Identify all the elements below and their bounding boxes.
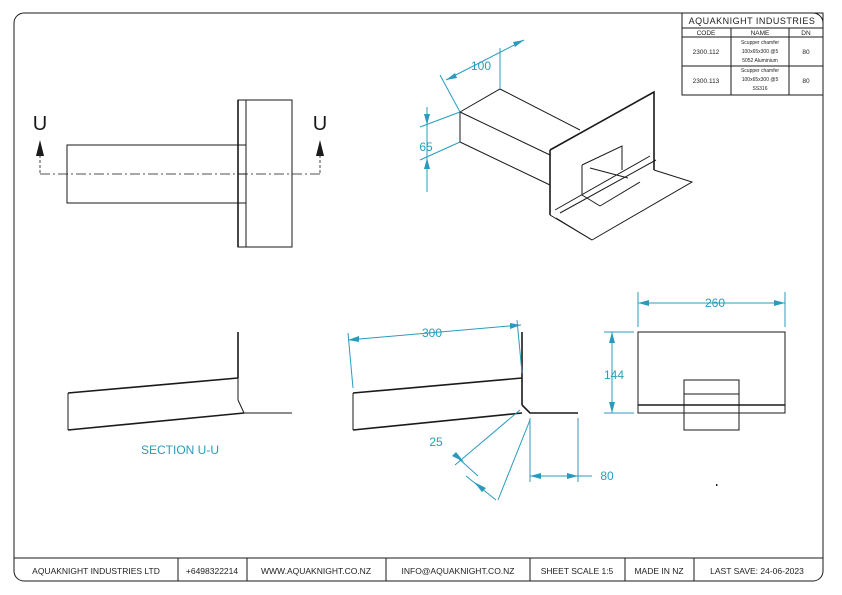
dim-plate-width: 260 [705, 296, 725, 310]
dim-flange: 80 [600, 469, 614, 483]
row1-name-line1: Scupper chamfer [741, 40, 779, 46]
isometric-view: 100 65 [419, 39, 694, 241]
section-label: SECTION U-U [141, 443, 219, 457]
header-name: NAME [751, 30, 770, 37]
footer-company: AQUAKNIGHT INDUSTRIES LTD [32, 566, 160, 576]
front-view: 260 144 [604, 292, 786, 486]
side-view: 300 25 80 [347, 319, 614, 501]
section-marker-left: U [33, 113, 47, 135]
footer-website[interactable]: WWW.AQUAKNIGHT.CO.NZ [261, 566, 371, 576]
row1-name-line3: 5052 Aluminium [742, 58, 778, 64]
footer-bar: AQUAKNIGHT INDUSTRIES LTD +6498322214 WW… [14, 557, 823, 581]
title-block: AQUAKNIGHT INDUSTRIES CODE NAME DN 2300.… [681, 12, 824, 96]
footer-scale: SHEET SCALE 1:5 [541, 566, 614, 576]
section-marker-right: U [313, 113, 327, 135]
row2-name-line2: 100x65x300 @5 [742, 77, 779, 83]
title-block-company: AQUAKNIGHT INDUSTRIES [689, 16, 816, 26]
section-view: SECTION U-U [67, 332, 292, 457]
dim-iso-width: 100 [471, 59, 491, 73]
sheet-border [13, 12, 824, 582]
row2-dn: 80 [802, 78, 810, 85]
row1-name-line2: 100x65x300 @5 [742, 49, 779, 55]
header-code: CODE [697, 30, 716, 37]
section-arrow-left-icon [36, 140, 44, 156]
footer-email[interactable]: INFO@AQUAKNIGHT.CO.NZ [402, 566, 515, 576]
row1-code: 2300.112 [693, 49, 720, 56]
footer-last-save: LAST SAVE: 24-06-2023 [710, 566, 804, 576]
header-dn: DN [801, 30, 811, 37]
top-view: U U [33, 99, 327, 248]
row2-code: 2300.113 [693, 78, 720, 85]
row2-name-line3: SS316 [752, 86, 767, 92]
row2-name-line1: Scupper chamfer [741, 68, 779, 74]
dim-plate-height: 144 [604, 368, 624, 382]
dim-chamfer: 25 [429, 435, 443, 449]
footer-origin: MADE IN NZ [634, 566, 683, 576]
section-arrow-right-icon [316, 140, 324, 156]
dim-length: 300 [422, 326, 442, 340]
dim-iso-height: 65 [419, 140, 433, 154]
row1-dn: 80 [802, 49, 810, 56]
footer-phone: +6498322214 [186, 566, 239, 576]
